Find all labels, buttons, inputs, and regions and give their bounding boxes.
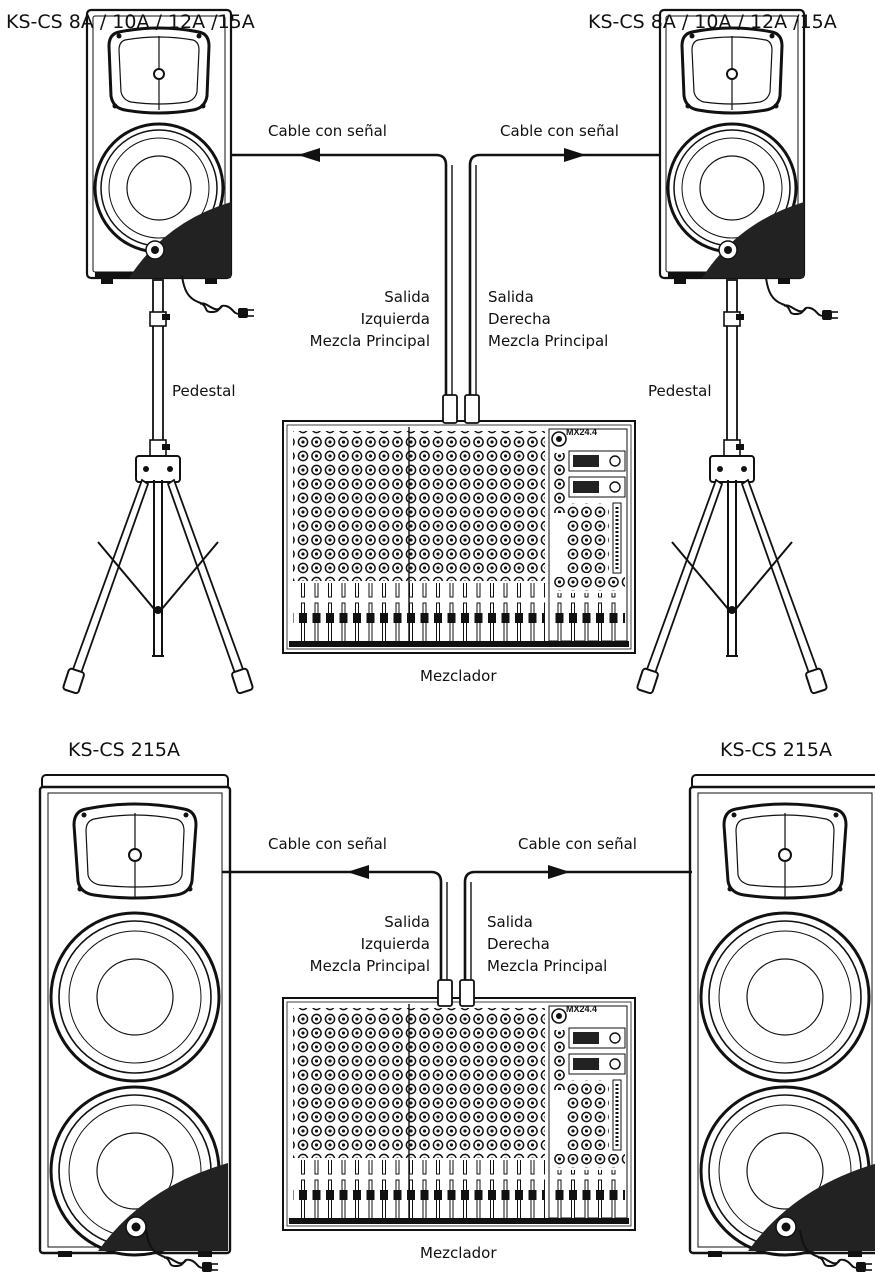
top-right-signal-cable bbox=[470, 155, 660, 400]
bottom-right-output-line-1: Salida bbox=[487, 911, 637, 933]
bottom-right-cable-label: Cable con señal bbox=[518, 837, 637, 852]
top-right-cable-label: Cable con señal bbox=[500, 124, 619, 139]
bottom-right-plug bbox=[460, 980, 474, 1006]
bottom-scene bbox=[40, 775, 875, 1272]
left-stand-label: Pedestal bbox=[172, 384, 236, 399]
bottom-mixer-model: MX24.4 bbox=[566, 1005, 597, 1014]
top-right-output-line-3: Mezcla Principal bbox=[488, 330, 638, 352]
bottom-mixer bbox=[283, 998, 635, 1230]
bottom-right-speaker bbox=[690, 775, 875, 1257]
top-left-plug bbox=[443, 395, 457, 423]
bottom-left-output-line-1: Salida bbox=[280, 911, 430, 933]
bottom-left-arrow-icon bbox=[347, 865, 369, 879]
top-left-power-cord bbox=[182, 276, 254, 318]
bottom-left-output-line-3: Mezcla Principal bbox=[280, 955, 430, 977]
bottom-right-arrow-icon bbox=[548, 865, 570, 879]
right-stand-label: Pedestal bbox=[648, 384, 712, 399]
bottom-right-output-line-3: Mezcla Principal bbox=[487, 955, 637, 977]
top-left-arrow-icon bbox=[298, 148, 320, 162]
top-right-arrow-icon bbox=[564, 148, 586, 162]
bottom-right-output-line-2: Derecha bbox=[487, 933, 637, 955]
bottom-mixer-label: Mezclador bbox=[420, 1246, 497, 1261]
bottom-left-speaker bbox=[40, 775, 230, 1257]
top-left-signal-cable bbox=[232, 155, 446, 400]
bottom-left-plug bbox=[438, 980, 452, 1006]
top-right-model-label: KS-CS 8A / 10A / 12A /15A bbox=[588, 13, 837, 32]
top-right-output-label: Salida Derecha Mezcla Principal bbox=[488, 286, 638, 352]
top-right-output-line-1: Salida bbox=[488, 286, 638, 308]
top-mixer-label: Mezclador bbox=[420, 669, 497, 684]
top-left-output-label: Salida Izquierda Mezcla Principal bbox=[280, 286, 430, 352]
top-left-output-line-2: Izquierda bbox=[280, 308, 430, 330]
top-right-power-cord bbox=[766, 278, 838, 320]
top-left-model-label: KS-CS 8A / 10A / 12A /15A bbox=[6, 13, 255, 32]
bottom-left-output-line-2: Izquierda bbox=[280, 933, 430, 955]
top-right-plug bbox=[465, 395, 479, 423]
top-left-speaker bbox=[87, 10, 231, 284]
top-left-output-line-1: Salida bbox=[280, 286, 430, 308]
bottom-left-output-label: Salida Izquierda Mezcla Principal bbox=[280, 911, 430, 977]
top-left-output-line-3: Mezcla Principal bbox=[280, 330, 430, 352]
top-right-output-line-2: Derecha bbox=[488, 308, 638, 330]
bottom-right-output-label: Salida Derecha Mezcla Principal bbox=[487, 911, 637, 977]
top-left-cable-label: Cable con señal bbox=[268, 124, 387, 139]
top-right-speaker bbox=[660, 10, 804, 284]
left-stand bbox=[63, 280, 254, 694]
bottom-right-model-label: KS-CS 215A bbox=[720, 741, 832, 760]
right-stand bbox=[637, 280, 828, 694]
top-scene bbox=[63, 10, 838, 694]
bottom-left-cable-label: Cable con señal bbox=[268, 837, 387, 852]
top-mixer bbox=[283, 421, 635, 653]
top-mixer-model: MX24.4 bbox=[566, 428, 597, 437]
bottom-left-model-label: KS-CS 215A bbox=[68, 741, 180, 760]
